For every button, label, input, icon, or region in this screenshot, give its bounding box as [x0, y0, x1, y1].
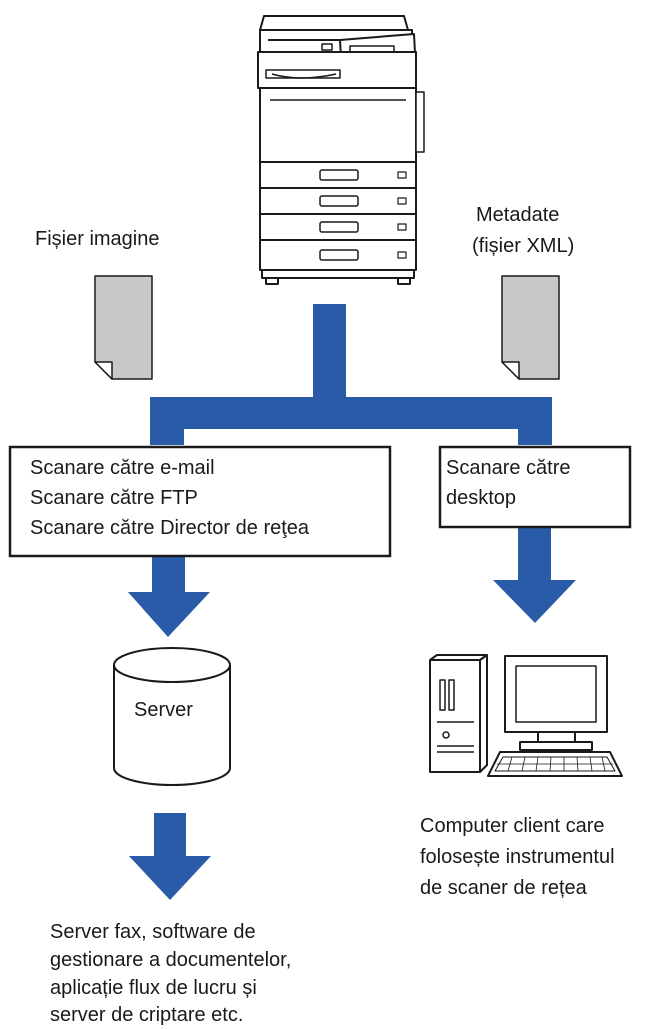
arrow-to-services [129, 856, 211, 900]
document-icon [94, 275, 153, 380]
client-label-line2: folosește instrumentul [420, 846, 615, 868]
vertical-stem [313, 304, 346, 400]
arrow-to-server [128, 592, 210, 637]
server-label: Server [134, 699, 193, 721]
left-drop [150, 397, 184, 445]
document-icon [501, 275, 560, 380]
connector-lines [128, 304, 576, 900]
client-label-line1: Computer client care [420, 815, 605, 837]
left-box-line1: Scanare către e-mail [30, 457, 215, 479]
server-icon [113, 647, 231, 786]
right-box-frame [438, 445, 632, 529]
result-label-line1: Server fax, software de [50, 921, 256, 943]
metadata-label-line1: Metadate [476, 204, 560, 226]
right-drop [518, 397, 552, 445]
result-label-line4: server de criptare etc. [50, 1004, 244, 1026]
result-label-line2: gestionare a documentelor, [50, 949, 292, 971]
left-box-line3: Scanare către Director de reţea [30, 517, 310, 539]
arrow-to-computer [493, 580, 576, 623]
image-file-label: Fișier imagine [35, 228, 160, 250]
right-box-line2: desktop [446, 487, 517, 509]
left-box-frame [8, 445, 392, 558]
metadata-label-line2: (fișier XML) [472, 235, 575, 257]
horizontal-bar [150, 397, 552, 429]
left-box-line2: Scanare către FTP [30, 487, 198, 509]
printer-icon [257, 15, 425, 285]
client-label-line3: de scaner de rețea [420, 877, 587, 899]
right-box-line1: Scanare către [446, 457, 571, 479]
result-label-line3: aplicație flux de lucru și [50, 977, 257, 999]
computer-icon [429, 654, 623, 777]
